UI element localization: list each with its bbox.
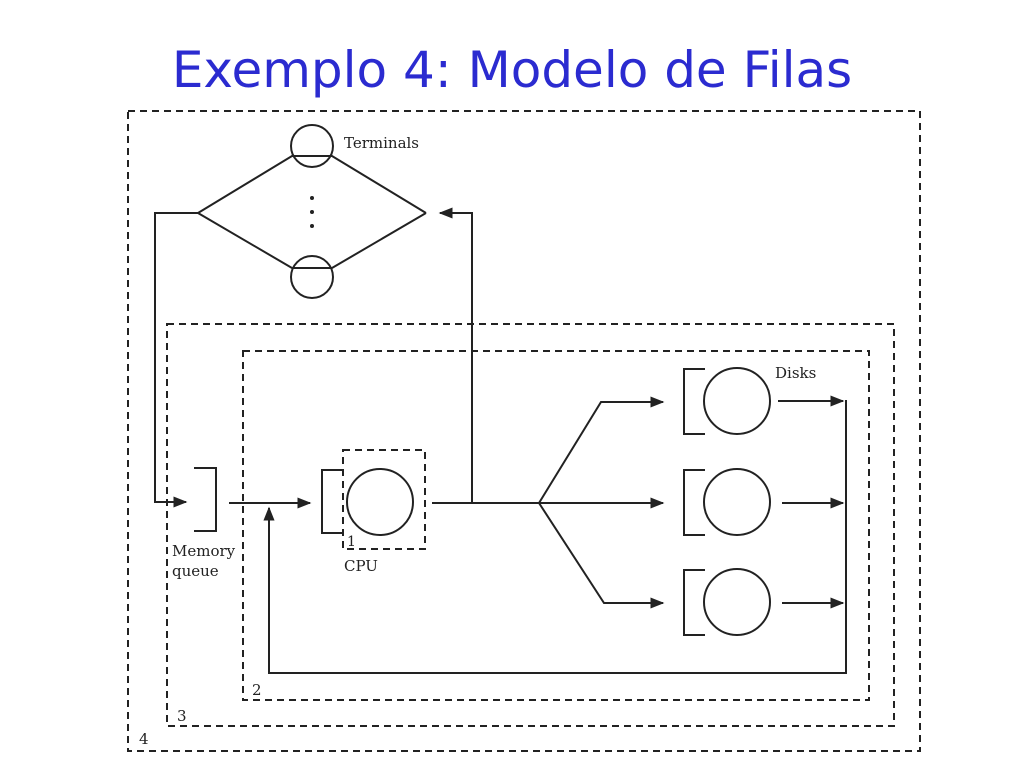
boundary-box-3 — [166, 323, 895, 727]
return-to-terminals-line — [438, 207, 473, 503]
box-number-4: 4 — [139, 730, 149, 748]
cpu-server — [321, 468, 414, 536]
terminal-node-top — [290, 124, 334, 168]
disk-middle-node — [703, 468, 771, 536]
boundary-box-4 — [127, 110, 921, 752]
boundary-boxes — [127, 110, 921, 752]
disk-bottom-node — [703, 568, 771, 636]
terminals-diamond-bottom — [197, 212, 427, 269]
memory-label-line2: queue — [172, 562, 219, 580]
boundary-box-2 — [242, 350, 870, 701]
boundary-box-1 — [342, 449, 426, 550]
terminals-group — [197, 124, 427, 299]
memory-label-line1: Memory — [172, 542, 236, 560]
terminals-label: Terminals — [344, 134, 419, 152]
disk-top-bracket — [683, 368, 705, 435]
split-to-disk-bottom — [538, 502, 665, 609]
cpu-queue-bracket — [321, 469, 343, 534]
slide-title: Exemplo 4: Modelo de Filas — [171, 41, 853, 99]
split-to-disk-top — [538, 396, 665, 504]
flow-lines — [154, 207, 847, 674]
box-number-3: 3 — [177, 707, 187, 725]
cpu-label: CPU — [344, 557, 378, 575]
disk-top-node — [703, 367, 771, 435]
terminals-diamond-top — [197, 155, 427, 214]
terminal-node-bottom — [290, 255, 334, 299]
disk-servers — [683, 367, 771, 636]
terminals-ellipsis — [310, 196, 314, 228]
box-number-2: 2 — [252, 681, 262, 699]
cpu-node — [346, 468, 414, 536]
disk-bottom-bracket — [683, 569, 705, 636]
box-number-1: 1 — [347, 534, 356, 550]
memory-queue-bracket — [194, 467, 217, 532]
disk-middle-bracket — [683, 469, 705, 536]
disk-feedback-line — [263, 400, 847, 674]
disks-label: Disks — [775, 364, 816, 382]
terminals-to-memory-line — [154, 212, 198, 508]
